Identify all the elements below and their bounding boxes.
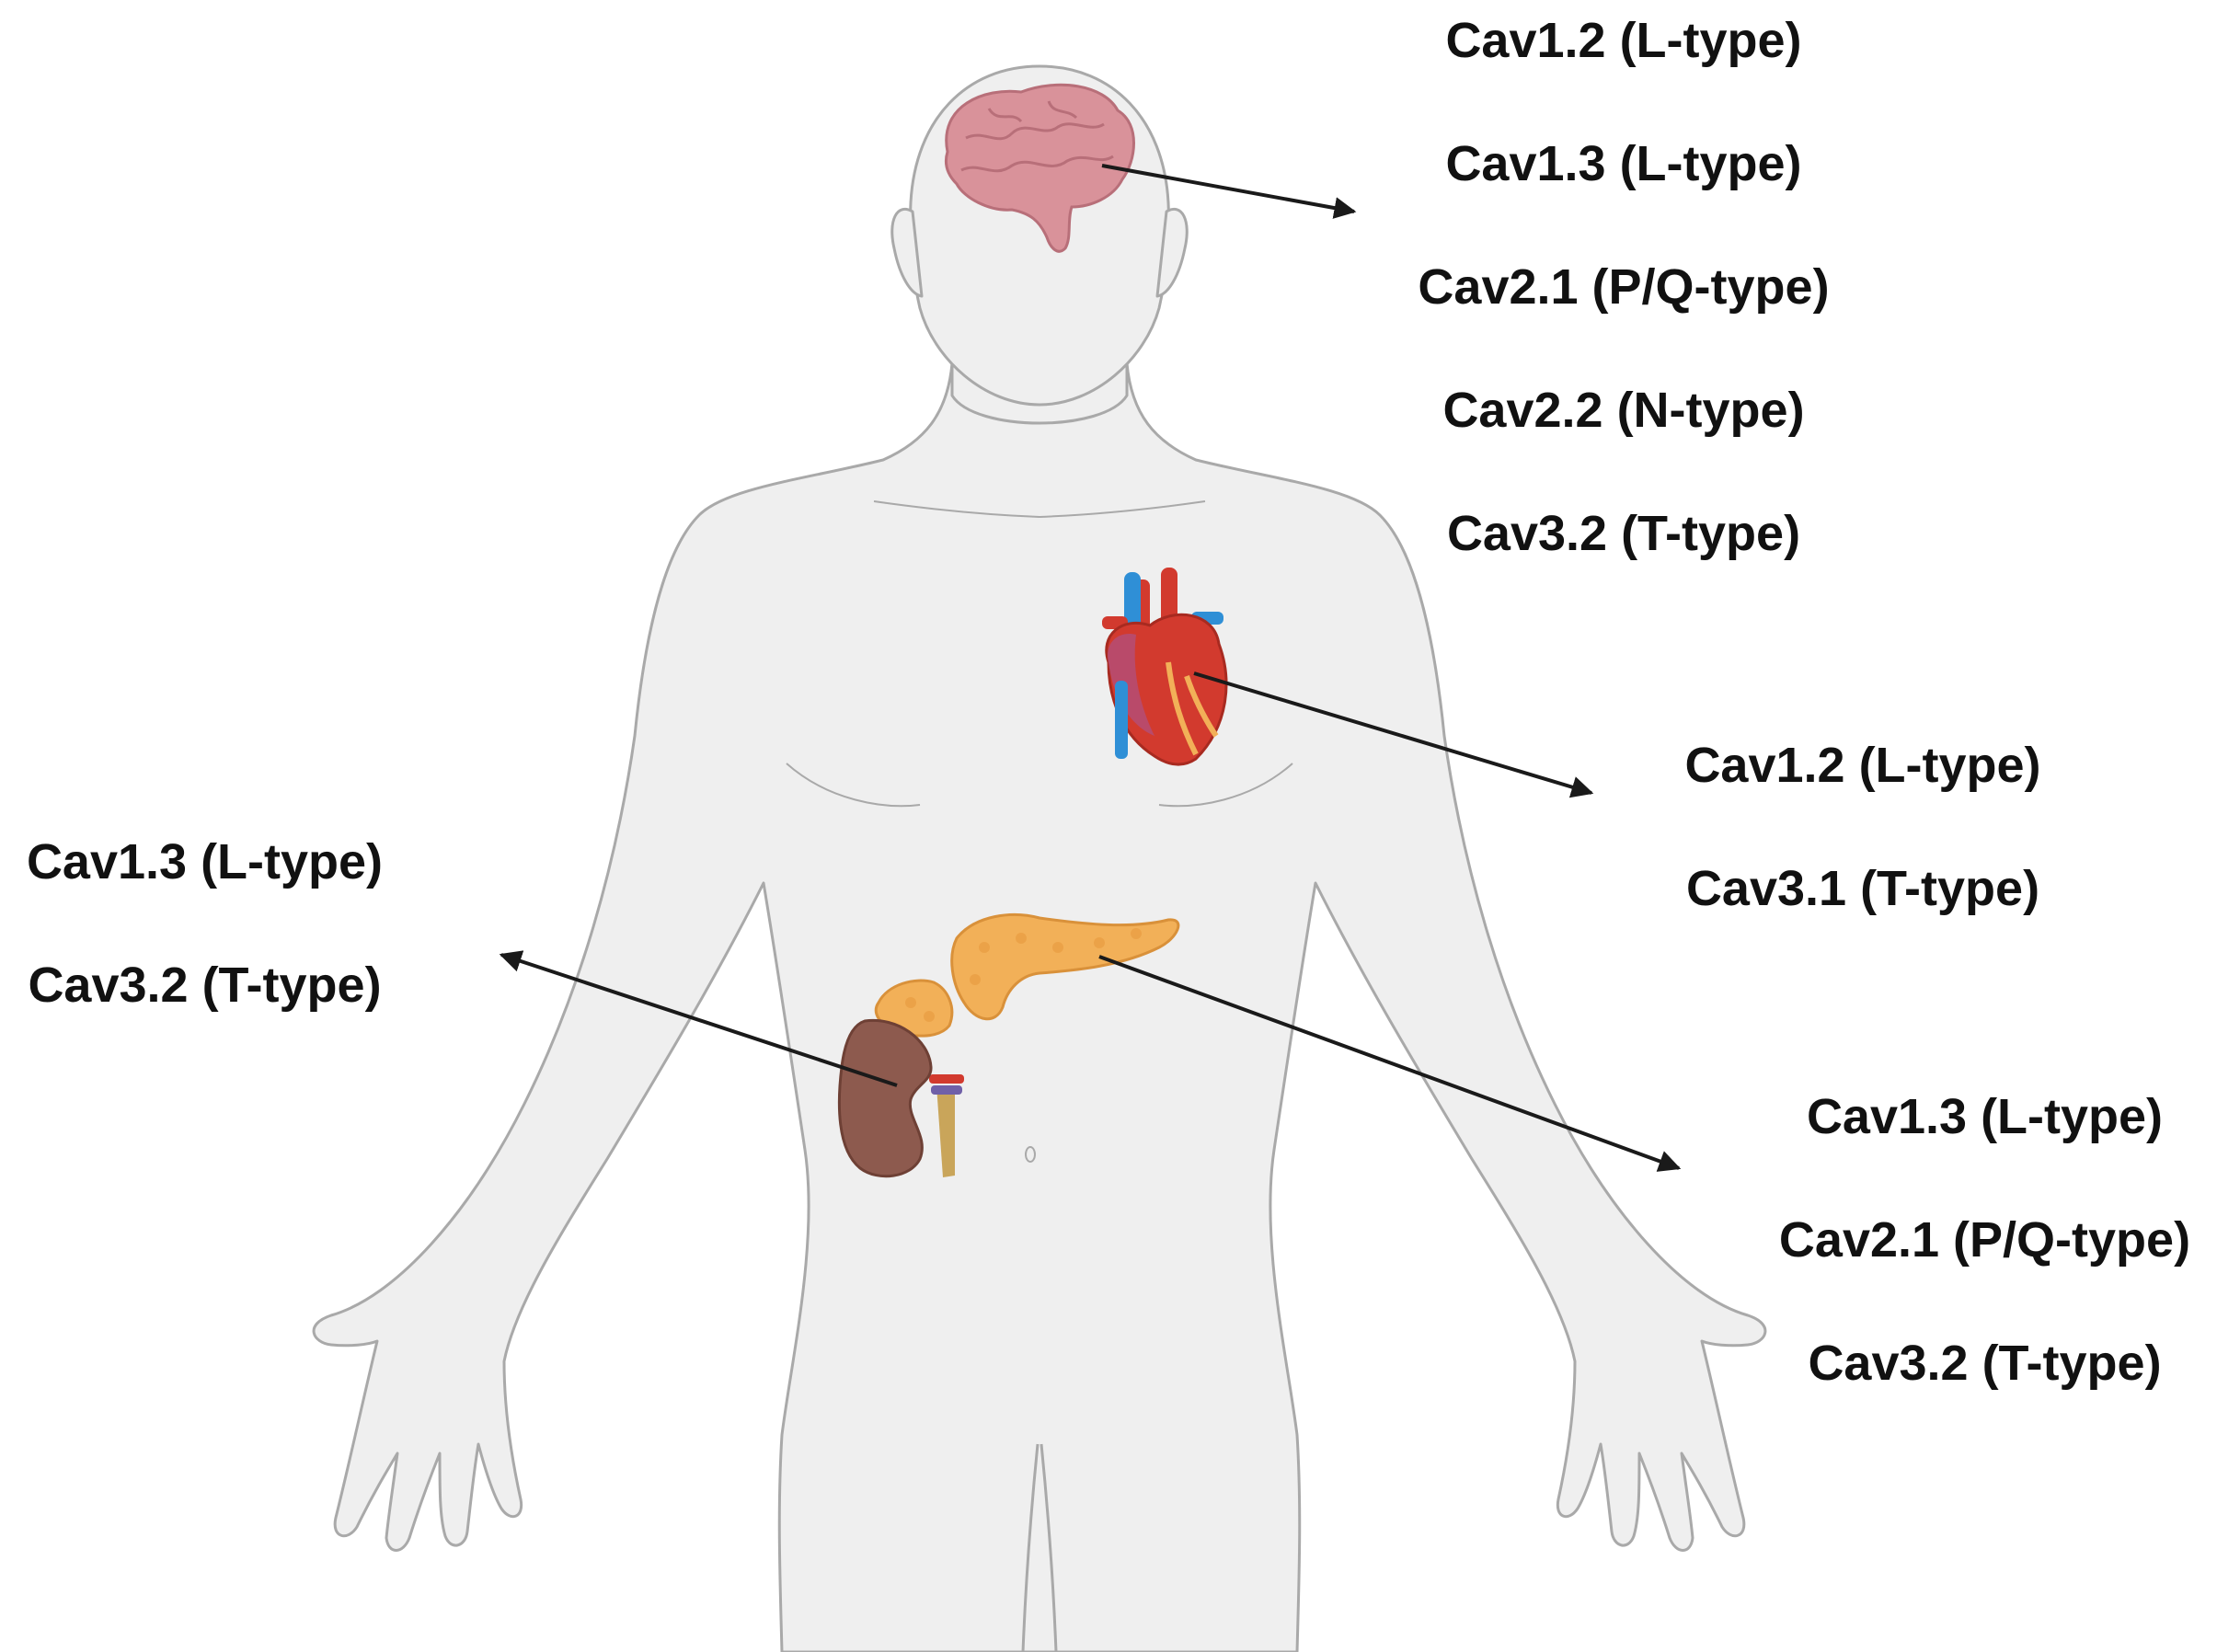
channel-label: Cav2.2 (N-type): [1442, 383, 1805, 438]
channel-label: Cav2.1 (P/Q-type): [1418, 259, 1830, 315]
heart-channel-labels: Cav1.2 (L-type) Cav3.1 (T-type): [1624, 737, 2102, 983]
channel-label: Cav2.1 (P/Q-type): [1778, 1212, 2191, 1268]
brain-icon: [944, 83, 1135, 253]
heart-icon: [1102, 568, 1228, 766]
channel-label: Cav3.2 (T-type): [1446, 506, 1801, 561]
kidney-arrow: [499, 950, 898, 1087]
channel-label: Cav3.1 (T-type): [1685, 861, 2040, 916]
pancreas-icon: [874, 912, 1180, 1038]
channel-label: Cav1.3 (L-type): [1445, 136, 1802, 191]
kidney-icon: [837, 1018, 964, 1178]
channel-label: Cav1.3 (L-type): [1806, 1089, 2164, 1144]
channel-label: Cav1.2 (L-type): [1445, 13, 1802, 68]
brain-arrow: [1101, 164, 1357, 219]
brain-channel-labels: Cav1.2 (L-type) Cav1.3 (L-type) Cav2.1 (…: [1384, 12, 1863, 628]
channel-label: Cav1.2 (L-type): [1684, 738, 2041, 793]
pancreas-arrow: [1098, 955, 1682, 1172]
channel-label: Cav3.2 (T-type): [1808, 1336, 2162, 1391]
kidney-channel-labels: Cav1.3 (L-type) Cav3.2 (T-type): [0, 833, 409, 1080]
channel-label: Cav1.3 (L-type): [26, 834, 384, 889]
heart-arrow: [1193, 671, 1594, 798]
channel-label: Cav3.2 (T-type): [28, 958, 382, 1013]
annotation-arrows: [499, 164, 1682, 1172]
pancreas-channel-labels: Cav1.3 (L-type) Cav2.1 (P/Q-type) Cav3.2…: [1752, 1088, 2217, 1458]
